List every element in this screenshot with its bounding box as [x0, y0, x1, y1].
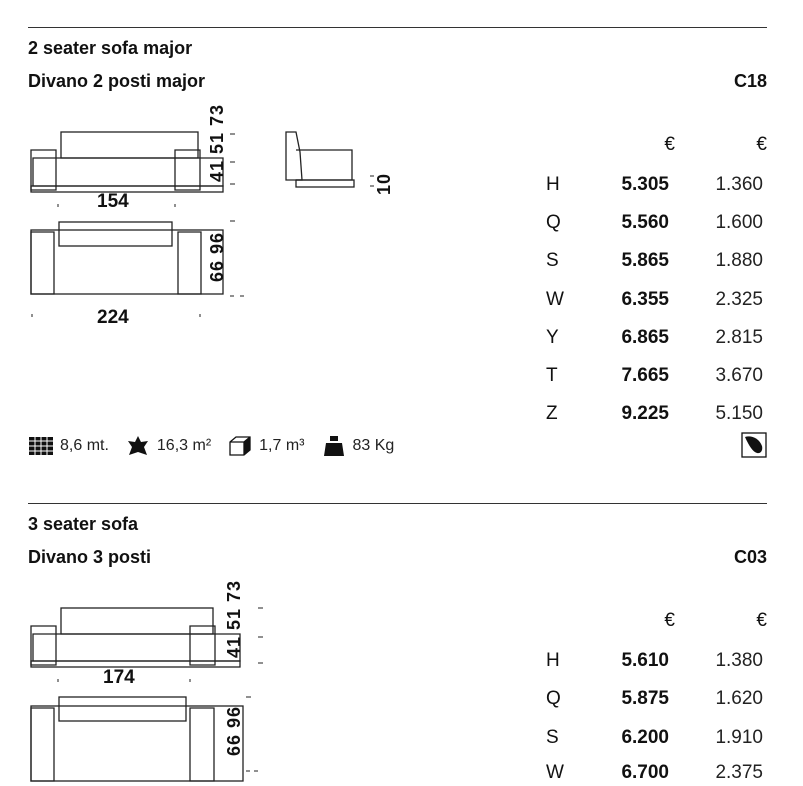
front-width-dim: 174: [103, 667, 135, 688]
price-row: Y 6.865 2.815: [0, 327, 803, 351]
grade-label: S: [546, 727, 559, 748]
currency-header-main: €: [664, 610, 675, 631]
grade-label: Z: [546, 403, 558, 424]
price-sub: 2.375: [715, 762, 763, 783]
price-row: T 7.665 3.670: [0, 365, 803, 389]
grade-label: W: [546, 762, 564, 783]
price-row: W 6.355 2.325: [0, 289, 803, 313]
product-title-en: 3 seater sofa: [28, 514, 139, 534]
price-sub: 1.380: [715, 650, 763, 671]
grade-label: Y: [546, 327, 559, 348]
price-sub: 2.815: [715, 327, 763, 348]
price-row: S 6.200 1.910: [0, 727, 803, 751]
price-main: 7.665: [621, 365, 669, 386]
height-dims: 41 51 73: [224, 579, 244, 658]
front-width-dim: 154: [97, 191, 129, 212]
price-main: 5.305: [621, 174, 669, 195]
price-sub: 3.670: [715, 365, 763, 386]
price-main: 6.355: [621, 289, 669, 310]
product-title-en: 2 seater sofa major: [28, 38, 193, 58]
fabric-icon: [29, 437, 53, 455]
grade-label: W: [546, 289, 564, 310]
height-dims: 41 51 73: [207, 103, 227, 182]
price-sub: 2.325: [715, 289, 763, 310]
price-sub: 1.620: [715, 688, 763, 709]
leather-icon: [127, 436, 148, 455]
plan-view-drawing: [30, 220, 244, 317]
price-main: 6.700: [621, 762, 669, 783]
leather-amount: 16,3 m²: [156, 437, 212, 454]
product-title-it: Divano 3 posti: [28, 547, 152, 567]
price-sub: 1.360: [715, 174, 763, 195]
front-view-drawing: [30, 607, 263, 682]
price-row: H 5.305 1.360: [0, 174, 803, 198]
price-row: Q 5.875 1.620: [0, 688, 803, 712]
price-sub: 1.910: [715, 727, 763, 748]
weight-amount: 83 Kg: [352, 437, 395, 454]
spec-row: 8,6 mt. 16,3 m² 1,7 m³ 83 Kg: [28, 434, 410, 458]
price-row: Q 5.560 1.600: [0, 212, 803, 236]
plan-width-dim: 224: [97, 307, 129, 328]
currency-header-sub: €: [756, 610, 767, 631]
grade-label: S: [546, 250, 559, 271]
section-divider: [28, 503, 767, 504]
price-sub: 1.880: [715, 250, 763, 271]
front-view-drawing: [30, 131, 235, 207]
grade-label: T: [546, 365, 558, 386]
product-code: C03: [733, 547, 767, 567]
side-view-drawing: [285, 131, 374, 188]
currency-header-main: €: [664, 134, 675, 155]
price-row: H 5.610 1.380: [0, 650, 803, 674]
weight-icon: [323, 436, 344, 456]
product-code: C18: [733, 71, 767, 91]
price-main: 5.875: [621, 688, 669, 709]
price-row: W 6.700 2.375: [0, 762, 803, 786]
cushion-filling-icon: [741, 432, 767, 458]
price-main: 6.865: [621, 327, 669, 348]
price-main: 6.200: [621, 727, 669, 748]
price-sub: 1.600: [715, 212, 763, 233]
section-divider: [28, 27, 767, 28]
volume-box-icon: [229, 436, 251, 456]
price-main: 5.865: [621, 250, 669, 271]
price-row: Z 9.225 5.150: [0, 403, 803, 427]
grade-label: H: [546, 650, 560, 671]
grade-label: Q: [546, 212, 561, 233]
grade-label: Q: [546, 688, 561, 709]
grade-label: H: [546, 174, 560, 195]
price-row: S 5.865 1.880: [0, 250, 803, 274]
volume-amount: 1,7 m³: [259, 437, 305, 454]
price-main: 5.560: [621, 212, 669, 233]
price-main: 9.225: [621, 403, 669, 424]
currency-header-sub: €: [756, 134, 767, 155]
product-title-it: Divano 2 posti major: [28, 71, 206, 91]
fabric-amount: 8,6 mt.: [60, 437, 109, 454]
price-main: 5.610: [621, 650, 669, 671]
price-sub: 5.150: [715, 403, 763, 424]
